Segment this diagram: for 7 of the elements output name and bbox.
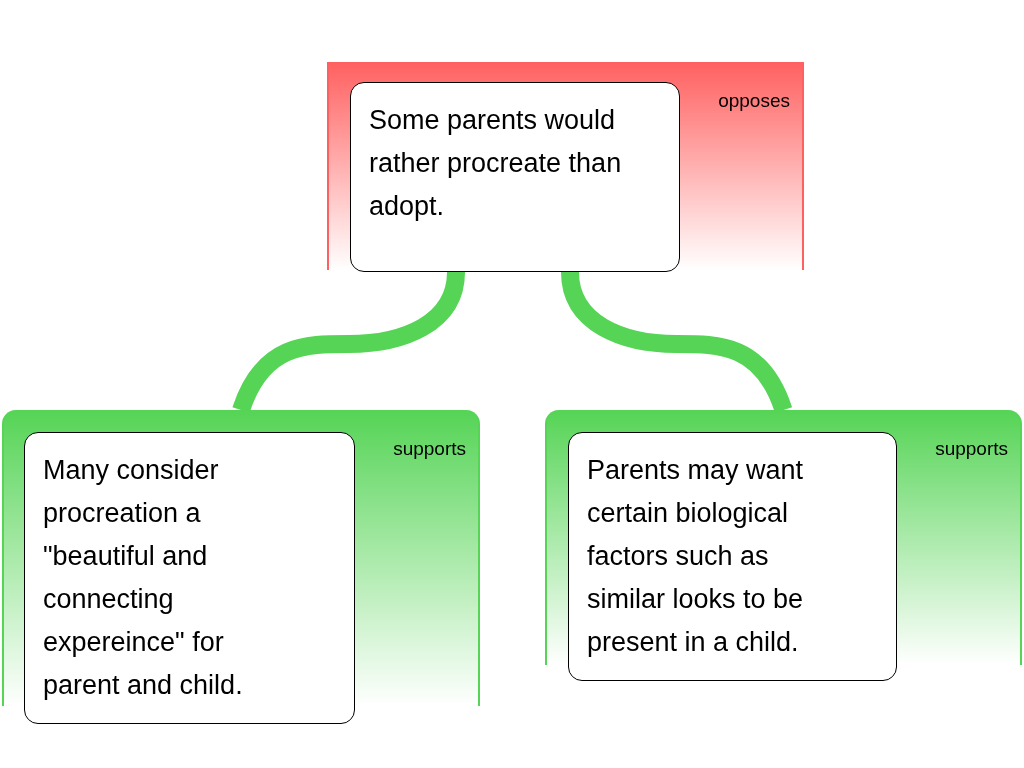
relation-label: supports [935,438,1008,460]
claim-box: Some parents would rather procreate than adopt. [350,82,680,272]
claim-box: Parents may want certain biological factors such as similar looks to be present in a child. [568,432,897,681]
argument-panel [327,62,804,270]
relation-label: opposes [718,90,790,112]
claim-box: Many consider procreation a "beautiful and connecting expereince" for parent and child. [24,432,355,724]
relation-label: supports [393,438,466,460]
